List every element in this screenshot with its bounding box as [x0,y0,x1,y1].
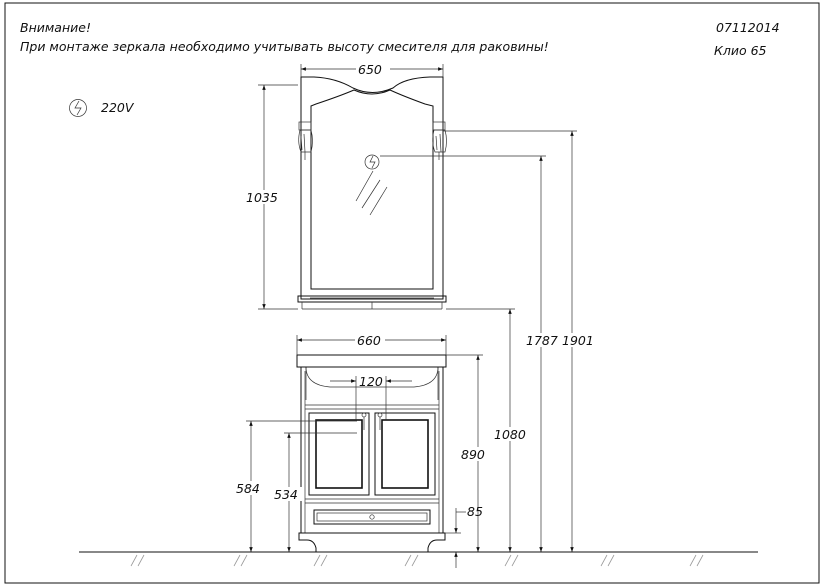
warning-text: При монтаже зеркала необходимо учитывать… [20,39,549,54]
dim-tap-spacing: 120 [359,374,383,389]
electric-outlet-icon [69,99,87,117]
dim-plinth: 85 [467,504,483,519]
mirror-outlet-icon [364,154,380,170]
left-wall-lamp [298,121,313,160]
dim-height-584: 584 [236,481,260,496]
voltage-label: 220V [101,100,135,115]
dim-height-534: 534 [274,487,298,502]
vanity-cabinet [296,354,447,553]
right-wall-lamp [432,121,447,160]
dim-cabinet-width: 660 [357,333,381,348]
dim-mirror-width: 650 [358,62,382,77]
dim-cabinet-height: 890 [461,447,485,462]
drawing-border [4,2,820,584]
model-name: Клио 65 [714,43,767,58]
doc-code: 07112014 [716,20,780,35]
mirror [297,76,447,310]
dim-mirror-height: 1035 [246,190,278,205]
dim-height-1080: 1080 [494,427,526,442]
floor-line [79,551,758,567]
warning-title: Внимание! [20,20,91,35]
dim-height-1901: 1901 [562,333,594,348]
dim-height-1787: 1787 [526,333,558,348]
